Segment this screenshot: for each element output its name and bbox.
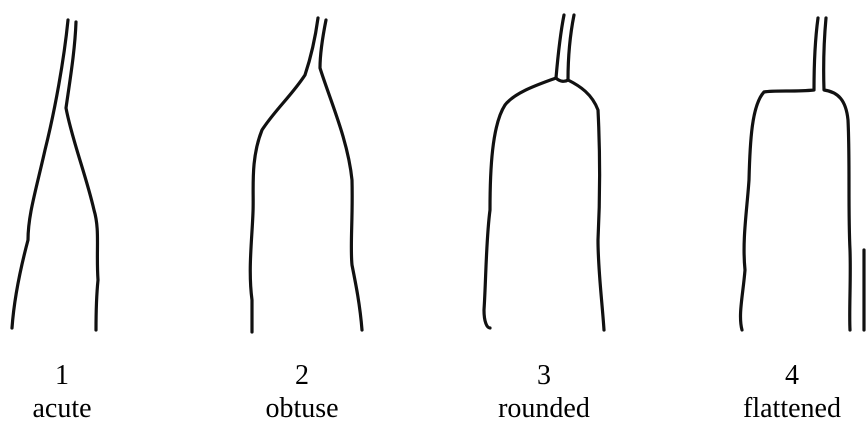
shape-name: obtuse [232, 392, 372, 425]
shape-label-obtuse: 2 obtuse [232, 359, 372, 425]
shape-label-rounded: 3 rounded [474, 359, 614, 425]
shape-label-acute: 1 acute [0, 359, 132, 425]
shape-name: acute [0, 392, 132, 425]
shape-label-flattened: 4 flattened [722, 359, 862, 425]
shape-number: 4 [722, 359, 862, 392]
obtuse-shape-outline [250, 18, 362, 332]
shape-outlines-figure [0, 0, 866, 340]
rounded-shape-outline [484, 15, 604, 330]
shape-number: 2 [232, 359, 372, 392]
shape-name: flattened [722, 392, 862, 425]
flattened-shape-outline [740, 18, 864, 330]
acute-shape-outline [12, 20, 98, 330]
shape-name: rounded [474, 392, 614, 425]
shape-number: 1 [0, 359, 132, 392]
shape-number: 3 [474, 359, 614, 392]
